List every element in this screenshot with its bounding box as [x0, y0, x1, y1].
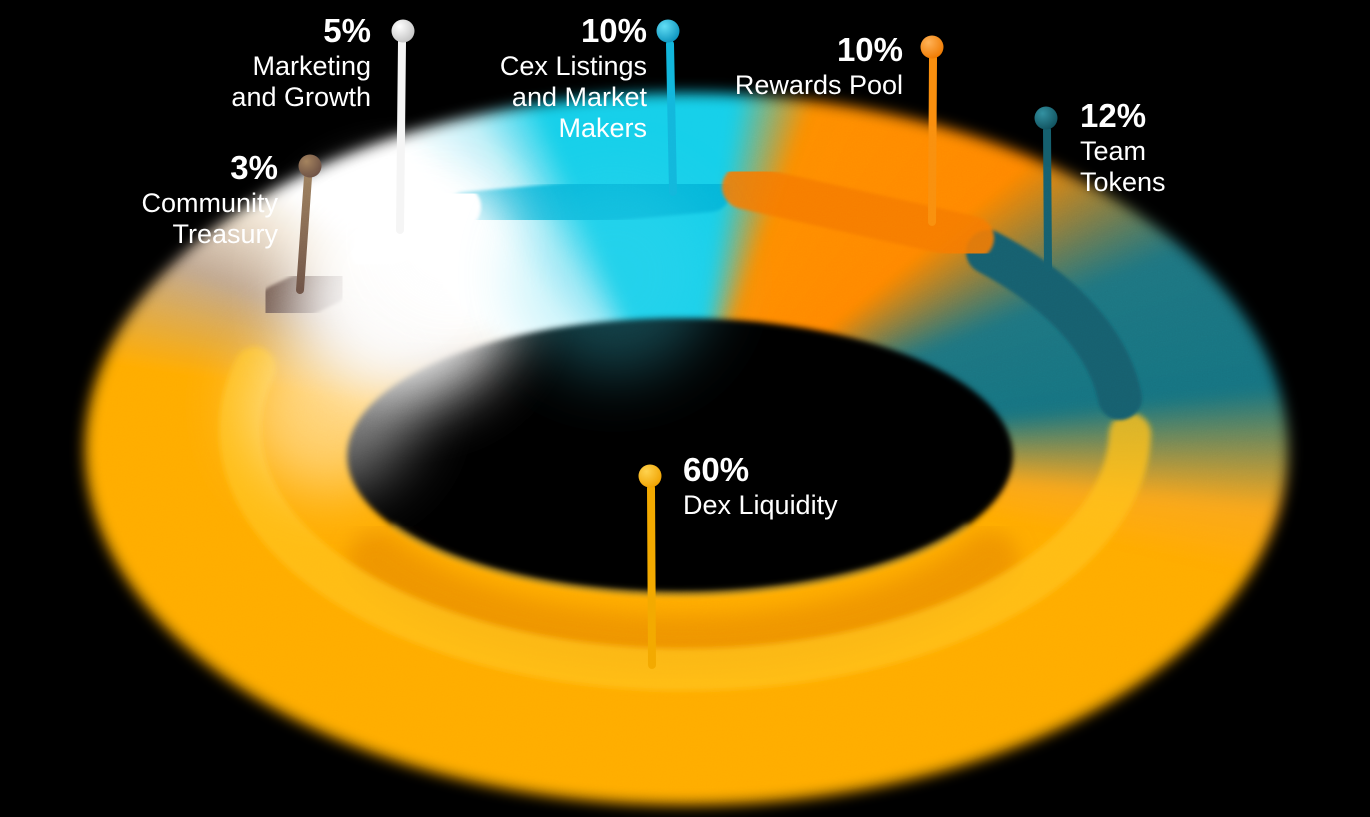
percent-value: 3% [230, 149, 278, 186]
label-line: Community [141, 188, 278, 218]
label-line: Tokens [1080, 167, 1166, 197]
pin-ball [391, 19, 415, 43]
label-line: Team [1080, 136, 1147, 166]
callout-dex-liquidity: 60% Dex Liquidity [683, 452, 838, 521]
label-line: Treasury [172, 219, 278, 249]
grain-texture [86, 95, 1286, 803]
percent-value: 10% [580, 12, 647, 49]
percent-value: 60% [683, 451, 750, 488]
callout-rewards-pool: 10% Rewards Pool [735, 32, 903, 101]
label-line: Rewards Pool [734, 70, 903, 100]
percent-value: 10% [836, 31, 903, 68]
label-line: Cex Listings [499, 51, 647, 81]
label-line: and Growth [231, 82, 371, 112]
callout-marketing-and-growth: 5% Marketing and Growth [231, 13, 371, 113]
label-line: Dex Liquidity [683, 490, 838, 520]
callout-team-tokens: 12% Team Tokens [1080, 98, 1166, 198]
callout-community-treasury: 3% Community Treasury [141, 150, 278, 250]
callout-cex-listings: 10% Cex Listings and Market Makers [500, 13, 647, 144]
pin-ball [656, 19, 680, 43]
label-line: Makers [558, 113, 647, 143]
percent-value: 12% [1080, 97, 1147, 134]
label-line: and Market [511, 82, 647, 112]
pin-ball [920, 35, 944, 59]
percent-value: 5% [323, 12, 371, 49]
label-line: Marketing [252, 51, 371, 81]
pin-ball [1034, 106, 1058, 130]
